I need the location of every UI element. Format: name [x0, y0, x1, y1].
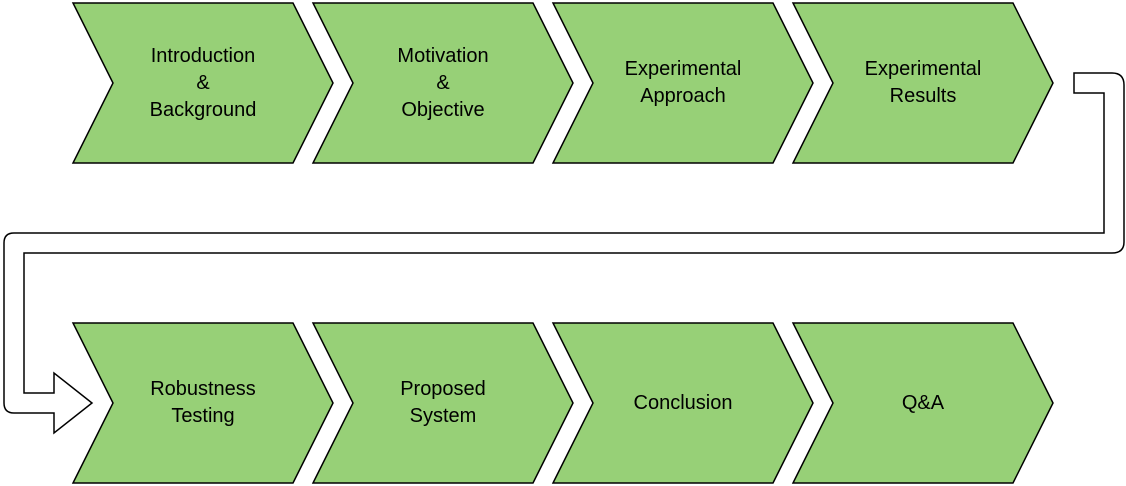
chevron-introduction-background [71, 2, 334, 164]
chevron-group [71, 2, 1054, 484]
chevron-conclusion [551, 322, 814, 484]
chevron-experimental-results [791, 2, 1054, 164]
chevron-q-and-a [791, 322, 1054, 484]
chevron-robustness-testing [71, 322, 334, 484]
chevron-experimental-approach [551, 2, 814, 164]
chevron-motivation-objective [311, 2, 574, 164]
row-connector-arrow [3, 72, 1125, 435]
chevron-proposed-system [311, 322, 574, 484]
